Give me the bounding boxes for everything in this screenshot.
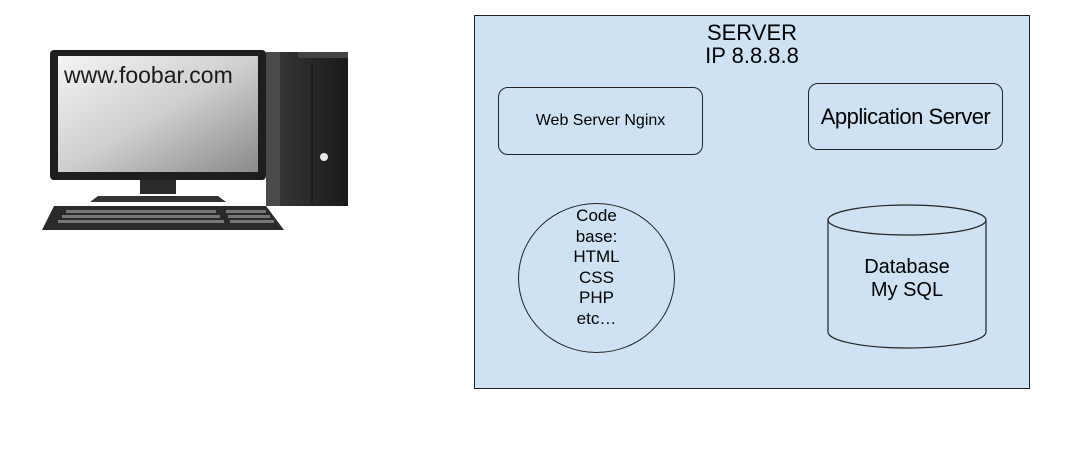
server-ip-line: IP 8.8.8.8 [705, 43, 799, 68]
desktop-computer-graphic [42, 50, 348, 230]
codebase-text: Code base: HTML CSS PHP etc… [519, 206, 674, 329]
codebase-line: etc… [576, 308, 617, 328]
database-cylinder-icon [827, 204, 987, 349]
application-server-label: Application Server [820, 103, 991, 129]
database-label: Database My SQL [827, 256, 987, 302]
codebase-line: PHP [579, 288, 614, 307]
web-server-node: Web Server Nginx [498, 87, 703, 155]
desktop-computer-icon [36, 44, 356, 244]
database-name: Database [864, 256, 950, 278]
codebase-line: Code [576, 206, 617, 225]
codebase-line: CSS [579, 267, 614, 287]
server-box: SERVER IP 8.8.8.8 Web Server Nginx Appli… [474, 15, 1030, 389]
codebase-line: base: [575, 226, 618, 246]
application-server-node: Application Server [808, 83, 1003, 150]
web-server-label: Web Server Nginx [535, 112, 666, 129]
server-title: SERVER IP 8.8.8.8 [475, 21, 1029, 67]
database-engine: My SQL [870, 279, 944, 301]
codebase-line: HTML [573, 247, 620, 266]
codebase-node: Code base: HTML CSS PHP etc… [518, 203, 675, 353]
browser-url-text: www.foobar.com [64, 62, 233, 88]
server-title-line: SERVER [706, 20, 798, 45]
